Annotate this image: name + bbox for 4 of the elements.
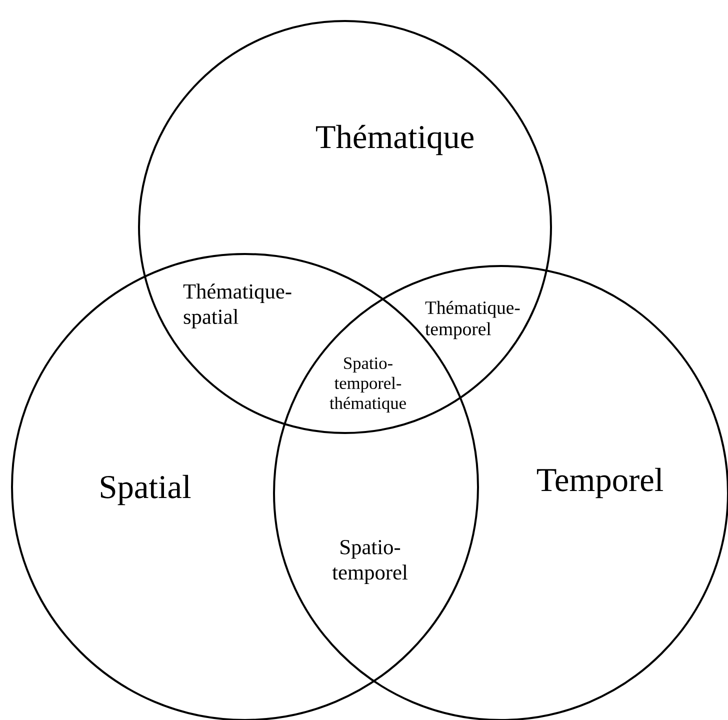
region-label: Spatio-temporel (332, 540, 408, 584)
region-label: Spatio-temporel-thématique (330, 357, 406, 413)
region-label: Thématique-temporel (425, 300, 520, 340)
region-label: Thématique-spatial (183, 284, 292, 328)
